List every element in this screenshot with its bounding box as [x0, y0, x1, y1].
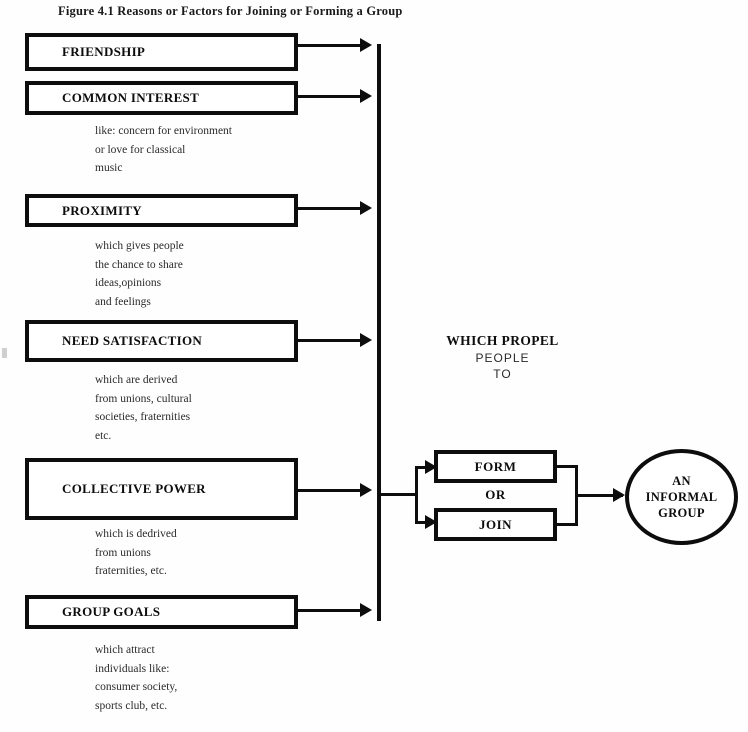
factor-label-common-interest: COMMON INTEREST	[62, 90, 200, 106]
arrow-head-outcome	[613, 488, 625, 502]
connector-join-to-merge	[554, 523, 578, 526]
outcome-line-3: GROUP	[658, 506, 705, 520]
propel-caption: WHICH PROPEL PEOPLE TO	[415, 333, 590, 381]
action-label-join: JOIN	[478, 516, 513, 532]
connector-line-common-interest	[296, 95, 366, 98]
factor-description-proximity: which gives people the chance to share i…	[95, 240, 184, 308]
connector-line-need-satisfaction	[296, 339, 366, 342]
factor-box-common-interest[interactable]: COMMON INTEREST	[25, 81, 298, 115]
connector-line-friendship	[296, 44, 366, 47]
arrow-head-collective-power	[360, 483, 372, 497]
factor-label-collective-power: COLLECTIVE POWER	[62, 481, 206, 497]
arrow-head-group-goals	[360, 603, 372, 617]
main-trunk-line	[377, 44, 381, 621]
connector-line-proximity	[296, 207, 366, 210]
action-box-join[interactable]: JOIN	[434, 508, 557, 541]
scan-artifact	[2, 348, 7, 358]
factor-label-friendship: FRIENDSHIP	[62, 44, 146, 60]
factor-description-need-satisfaction: which are derived from unions, cultural …	[95, 374, 192, 442]
connector-form-to-merge	[554, 465, 578, 468]
propel-line-2: PEOPLE	[475, 351, 530, 365]
arrow-head-common-interest	[360, 89, 372, 103]
outcome-line-2: INFORMAL	[645, 490, 718, 504]
arrow-head-friendship	[360, 38, 372, 52]
factor-description-group-goals: which attract individuals like: consumer…	[95, 644, 178, 712]
factor-label-need-satisfaction: NEED SATISFACTION	[62, 333, 203, 349]
connector-trunk-to-split	[380, 493, 417, 496]
connector-line-collective-power	[296, 489, 366, 492]
action-label-form: FORM	[474, 458, 517, 474]
action-label-or: OR	[485, 487, 506, 502]
factor-label-group-goals: GROUP GOALS	[62, 604, 161, 620]
factor-label-proximity: PROXIMITY	[62, 202, 142, 218]
propel-line-3: TO	[493, 367, 512, 381]
propel-line-1: WHICH PROPEL	[446, 333, 559, 348]
factor-description-collective-power: which is dedrived from unions fraterniti…	[95, 528, 177, 577]
factor-box-need-satisfaction[interactable]: NEED SATISFACTION	[25, 320, 298, 362]
action-box-form[interactable]: FORM	[434, 450, 557, 483]
outcome-line-1: AN	[672, 474, 691, 488]
factor-description-common-interest: like: concern for environment or love fo…	[95, 125, 232, 174]
connector-merge-to-outcome	[575, 494, 623, 497]
factor-box-group-goals[interactable]: GROUP GOALS	[25, 595, 298, 629]
split-riser-line	[415, 466, 418, 524]
connector-line-group-goals	[296, 609, 366, 612]
arrow-head-need-satisfaction	[360, 333, 372, 347]
factor-box-friendship[interactable]: FRIENDSHIP	[25, 33, 298, 71]
figure-title: Figure 4.1 Reasons or Factors for Joinin…	[58, 4, 403, 18]
outcome-ellipse-informal-group[interactable]: AN INFORMAL GROUP	[625, 449, 738, 545]
factor-box-proximity[interactable]: PROXIMITY	[25, 194, 298, 227]
factor-box-collective-power[interactable]: COLLECTIVE POWER	[25, 458, 298, 520]
connector-split-to-form	[415, 466, 431, 469]
arrow-head-proximity	[360, 201, 372, 215]
connector-split-to-join	[415, 521, 431, 524]
